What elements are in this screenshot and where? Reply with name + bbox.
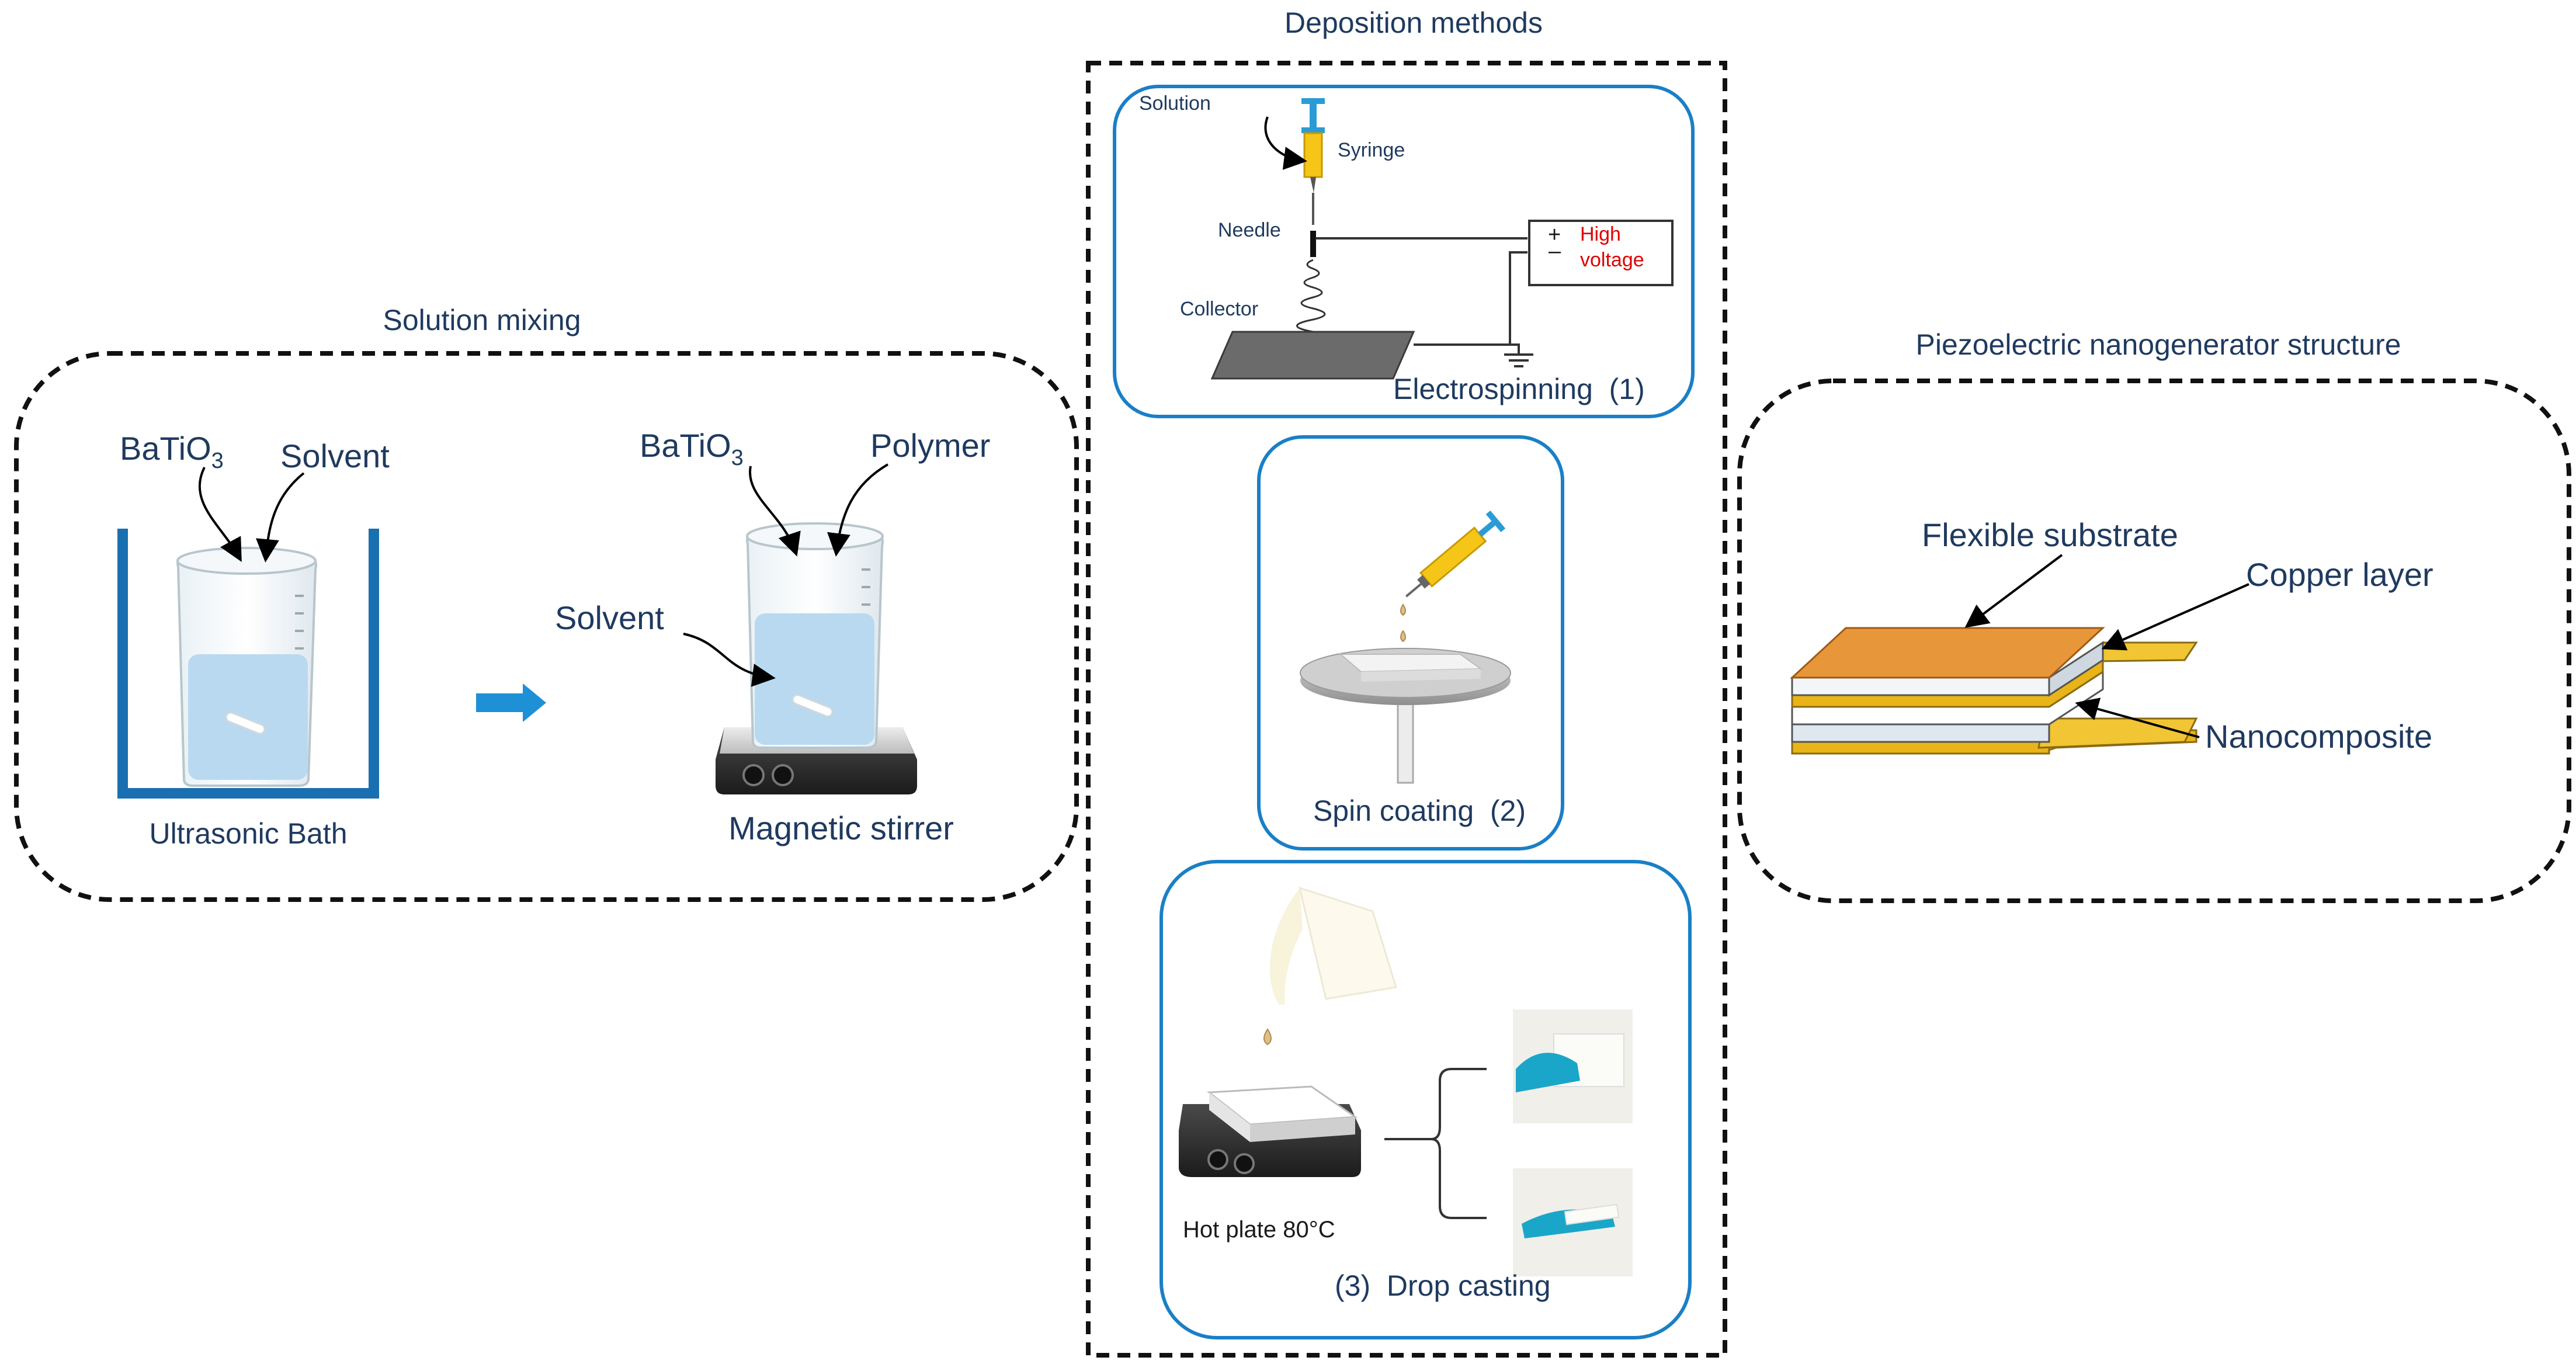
electrospinning-caption: Electrospinning (1)	[1393, 373, 1645, 405]
spin-coating-caption: Spin coating (2)	[1313, 794, 1526, 827]
drop-casting-droplet	[1263, 1028, 1272, 1046]
stirrer-solvent-arrow	[683, 633, 776, 687]
process-arrow	[476, 683, 546, 722]
needle-label: Needle	[1218, 219, 1281, 241]
bath-batio3-arrow	[198, 467, 242, 563]
flexible-substrate-label: Flexible substrate	[1922, 516, 2178, 553]
collector-label: Collector	[1180, 298, 1258, 320]
nanogenerator-stack	[1790, 627, 2198, 755]
hv-wire-negative	[1414, 251, 1527, 346]
drop-casting-caption: (3) Drop casting	[1335, 1269, 1551, 1302]
svg-text:BaTiO3: BaTiO3	[640, 427, 744, 470]
magnetic-stirrer-caption: Magnetic stirrer	[728, 810, 954, 846]
solution-arrow	[1264, 116, 1307, 170]
copper-layer-label: Copper layer	[2246, 556, 2433, 593]
copper-layer-pointer	[2101, 583, 2249, 651]
stirrer-polymer-label: Polymer	[870, 427, 990, 464]
drop-casting-panel	[1159, 860, 1692, 1339]
bath-solvent-arrow	[255, 472, 305, 563]
nanocomposite-pointer	[2075, 697, 2200, 738]
ground-wire	[1510, 343, 1520, 353]
svg-text:BaTiO3: BaTiO3	[120, 430, 224, 473]
hot-plate	[1179, 1085, 1361, 1177]
bath-batio3-subscript: 3	[211, 449, 224, 473]
nanocomposite-label: Nanocomposite	[2205, 718, 2432, 755]
stirrer-polymer-arrow	[827, 463, 889, 557]
bath-batio3-label: BaTiO	[120, 430, 211, 467]
deposition-methods-title: Deposition methods	[1284, 6, 1543, 39]
spin-coating-panel	[1257, 435, 1564, 851]
structure-frame	[1737, 379, 2571, 903]
stirrer-batio3-subscript: 3	[731, 446, 744, 470]
solution-mixing-title: Solution mixing	[383, 304, 581, 336]
ground-icon	[1504, 353, 1533, 367]
hv-minus-sign: –	[1549, 239, 1561, 263]
stirrer-solvent-label: Solvent	[555, 599, 664, 636]
flexible-substrate-pointer	[1964, 554, 2063, 628]
syringe-label: Syringe	[1338, 139, 1405, 161]
deposition-methods-frame	[1086, 61, 1727, 1358]
spin-coater-illustration	[1300, 510, 1511, 784]
hv-plus-sign: +	[1548, 223, 1561, 247]
ultrasonic-bath	[117, 529, 379, 799]
solution-label: Solution	[1139, 92, 1211, 114]
syringe-illustration	[1301, 98, 1325, 225]
hv-label-line2: voltage	[1580, 249, 1644, 271]
bath-solvent-label: Solvent	[280, 438, 390, 474]
film-photo-2	[1513, 1168, 1633, 1276]
ultrasonic-bath-caption: Ultrasonic Bath	[149, 817, 347, 850]
pouring-beaker	[1270, 886, 1397, 1005]
structure-title: Piezoelectric nanogenerator structure	[1915, 328, 2401, 361]
high-voltage-box	[1528, 220, 1674, 286]
electrospinning-panel	[1113, 85, 1695, 418]
stirrer-batio3-arrow	[748, 466, 801, 557]
solution-mixing-frame	[14, 351, 1079, 902]
hot-plate-label: Hot plate 80°C	[1183, 1217, 1335, 1242]
stirrer-batio3-label: BaTiO	[640, 427, 731, 464]
results-brace	[1384, 1068, 1487, 1219]
hv-label-line1: High	[1580, 223, 1621, 245]
magnetic-stirrer	[716, 522, 917, 794]
collector-plate	[1210, 331, 1415, 380]
film-photo-1	[1513, 1009, 1633, 1123]
